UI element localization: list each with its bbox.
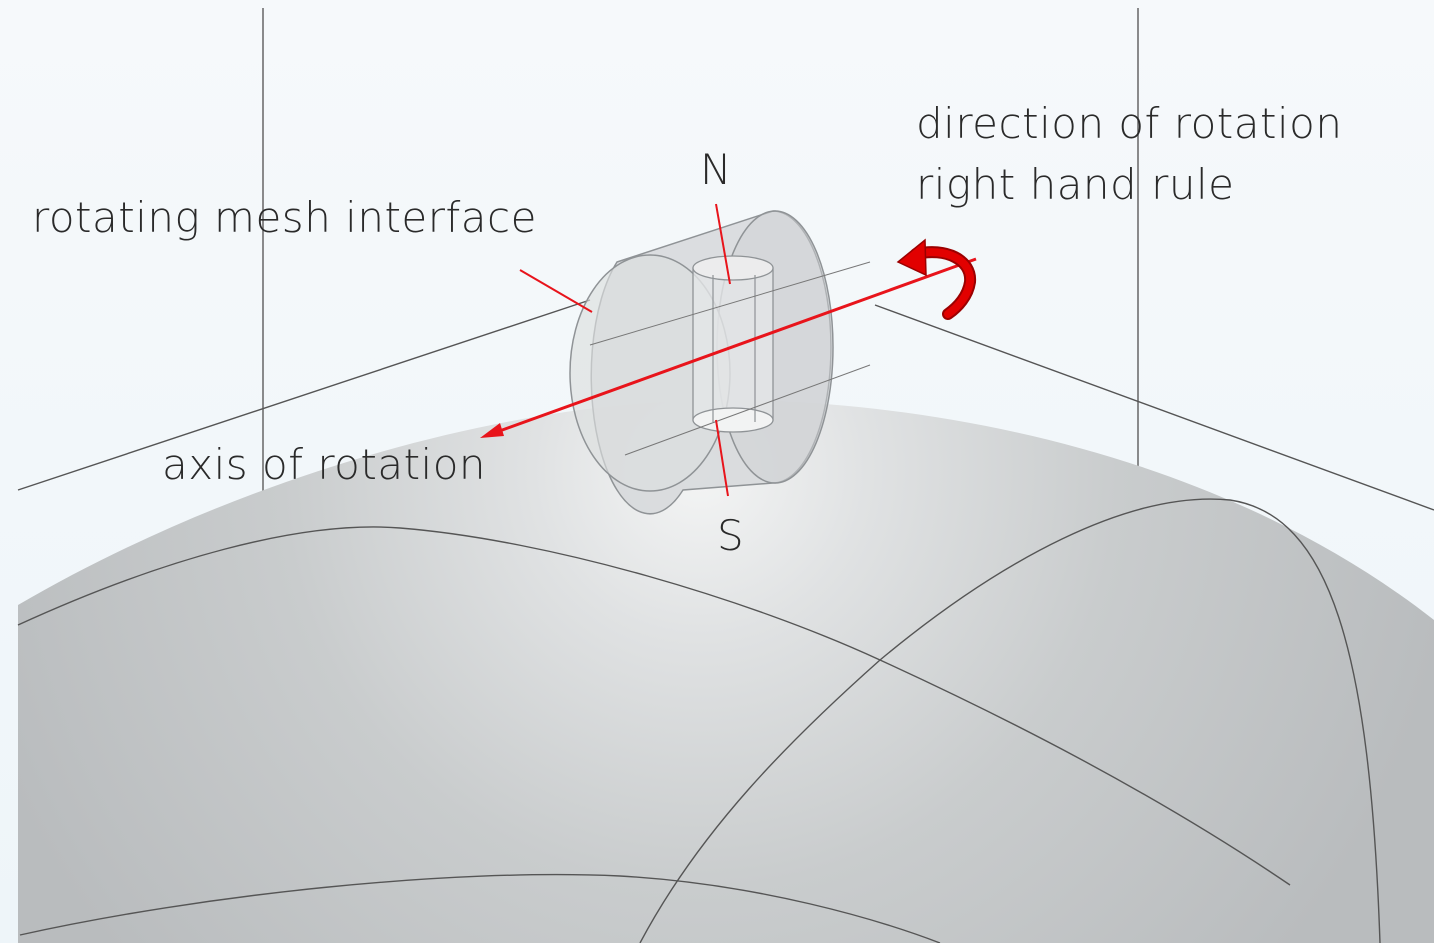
label-right-hand-rule: right hand rule (916, 160, 1235, 209)
label-south-pole: S (717, 511, 745, 560)
leader-line-north (715, 203, 731, 285)
label-rotating-mesh-interface: rotating mesh interface (32, 193, 537, 242)
background-edge-right (874, 304, 1434, 511)
sphere-mesh (17, 498, 1381, 944)
background-edge-left (17, 299, 591, 491)
leader-lines (519, 203, 731, 497)
label-north-pole: N (700, 145, 732, 194)
leader-line-south (715, 419, 729, 497)
sphere (18, 400, 1434, 943)
magnet-bottom (692, 407, 774, 433)
cylinder-edge-line (624, 364, 871, 456)
label-direction-of-rotation: direction of rotation (916, 99, 1343, 148)
rotating-cylinder (569, 210, 871, 515)
magnet-top (692, 255, 774, 281)
label-axis-of-rotation: axis of rotation (162, 440, 487, 489)
axis-arrow-shaft (493, 257, 977, 435)
leader-line-interface (519, 269, 593, 313)
axis-arrow (480, 257, 977, 438)
axis-arrowhead (480, 423, 504, 438)
cylinder-edge-line (589, 261, 871, 346)
magnet-body (692, 267, 774, 421)
curved-arrow-icon (896, 238, 977, 320)
